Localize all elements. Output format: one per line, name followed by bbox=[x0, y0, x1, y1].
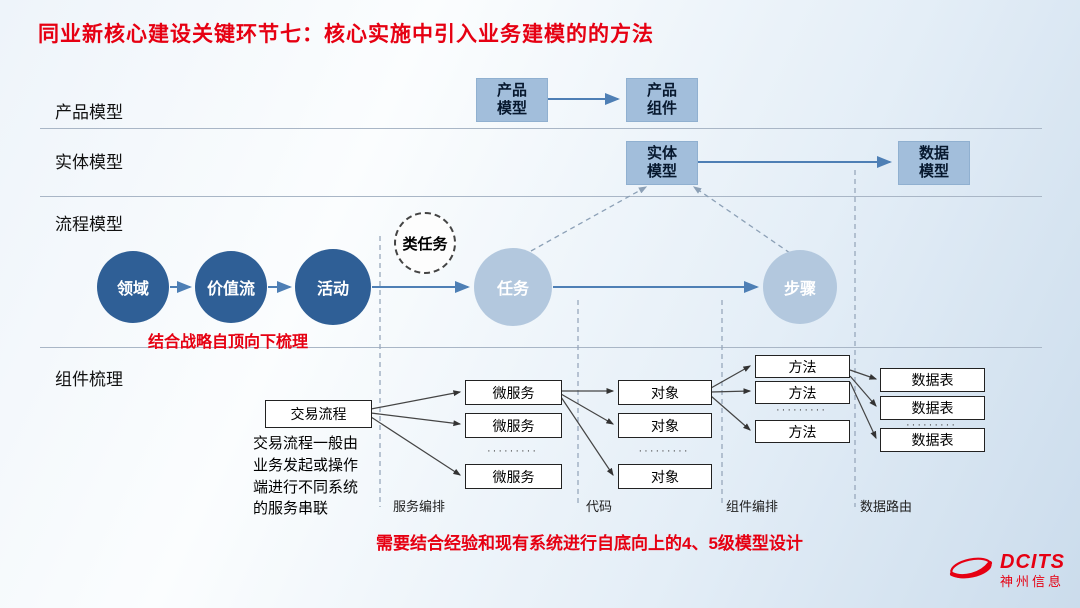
page-title: 同业新核心建设关键环节七：核心实施中引入业务建模的的方法 bbox=[38, 23, 654, 46]
separator-line-3 bbox=[40, 347, 1042, 348]
lane-label-product-model: 产品模型 bbox=[55, 103, 123, 122]
box-data-model: 数据 模型 bbox=[898, 141, 970, 185]
top-down-note: 结合战略自顶向下梳理 bbox=[148, 334, 309, 351]
lane-label-component-sorting: 组件梳理 bbox=[55, 370, 123, 389]
transaction-description: 交易流程一般由 业务发起或操作 端进行不同系统 的服务串联 bbox=[253, 436, 359, 518]
separator-line-1 bbox=[40, 128, 1042, 129]
lane-label-data-routing: 数据路由 bbox=[860, 499, 913, 514]
box-data-table-2: 数据表 bbox=[880, 396, 985, 420]
lane-label-entity-model: 实体模型 bbox=[55, 153, 123, 172]
lane-label-component-orchestration: 组件编排 bbox=[726, 499, 779, 514]
logo-company-text: 神州信息 bbox=[1000, 574, 1065, 589]
box-entity-model: 实体 模型 bbox=[626, 141, 698, 185]
circle-activity: 活动 bbox=[295, 249, 371, 325]
box-microservice-3: 微服务 bbox=[465, 464, 562, 489]
dcits-logo: DCITS 神州信息 bbox=[948, 552, 1065, 589]
circle-step: 步骤 bbox=[763, 250, 837, 324]
circle-value-stream: 价值流 bbox=[195, 251, 267, 323]
lane-label-service-orchestration: 服务编排 bbox=[393, 499, 446, 514]
bottom-up-note: 需要结合经验和现有系统进行自底向上的4、5级模型设计 bbox=[376, 534, 803, 553]
circle-task-like: 类任务 bbox=[394, 212, 456, 274]
box-data-table-3: 数据表 bbox=[880, 428, 985, 452]
box-microservice-2: 微服务 bbox=[465, 413, 562, 438]
lane-label-process-model: 流程模型 bbox=[55, 215, 123, 234]
dcits-swoosh-icon bbox=[948, 553, 994, 588]
box-object-2: 对象 bbox=[618, 413, 712, 438]
method-ellipsis: ········· bbox=[776, 404, 827, 416]
separator-line-2 bbox=[40, 196, 1042, 197]
data-table-ellipsis: ········· bbox=[906, 419, 957, 431]
circle-task: 任务 bbox=[474, 248, 552, 326]
box-transaction-flow: 交易流程 bbox=[265, 400, 372, 428]
box-data-table-1: 数据表 bbox=[880, 368, 985, 392]
box-method-1: 方法 bbox=[755, 355, 850, 378]
logo-brand-text: DCITS bbox=[1000, 551, 1065, 573]
box-object-1: 对象 bbox=[618, 380, 712, 405]
box-method-2: 方法 bbox=[755, 381, 850, 404]
box-method-3: 方法 bbox=[755, 420, 850, 443]
box-product-component: 产品 组件 bbox=[626, 78, 698, 122]
box-microservice-1: 微服务 bbox=[465, 380, 562, 405]
box-object-3: 对象 bbox=[618, 464, 712, 489]
lane-label-code: 代码 bbox=[586, 499, 613, 514]
object-ellipsis: ········· bbox=[638, 445, 690, 457]
microservice-ellipsis: ········· bbox=[487, 445, 538, 457]
circle-domain: 领域 bbox=[97, 251, 169, 323]
box-product-model: 产品 模型 bbox=[476, 78, 548, 122]
